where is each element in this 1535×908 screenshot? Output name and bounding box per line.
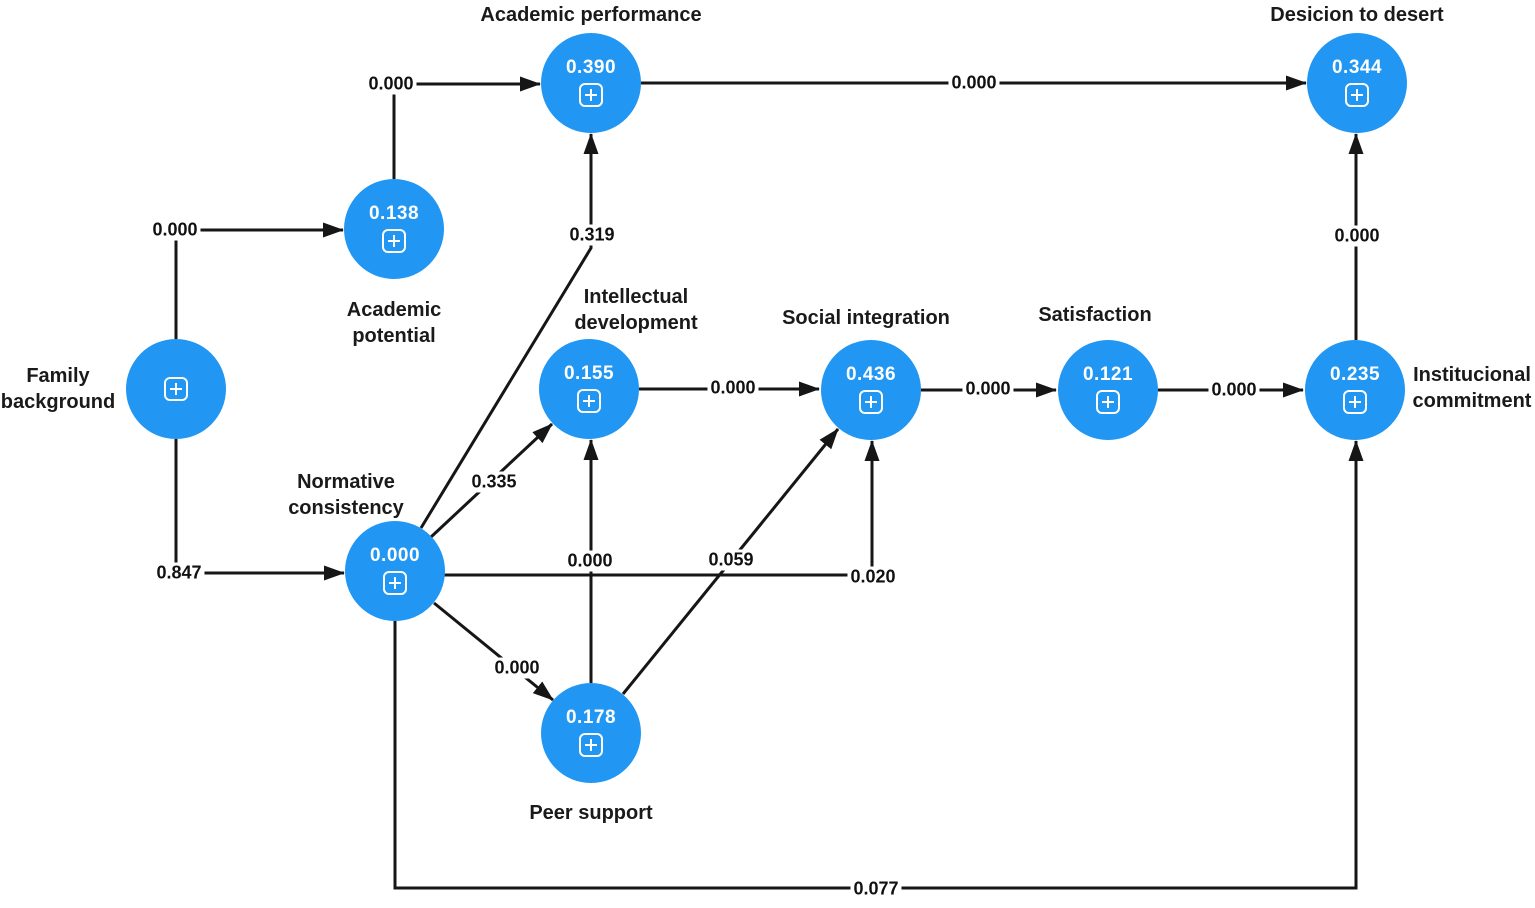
- expand-icon: [1095, 389, 1121, 415]
- label-decision-to-desert: Desicion to desert: [1270, 4, 1444, 26]
- node-intellectual-development: 0.155: [539, 339, 639, 439]
- node-value: 0.344: [1331, 57, 1383, 78]
- coef-satisfaction-to-institutional-commitment: 0.000: [1208, 379, 1260, 401]
- label-normative-consistency: Normative consistency: [288, 471, 404, 519]
- label-institutional-commitment: Institucional commitment: [1412, 364, 1532, 412]
- node-value: 0.436: [845, 364, 897, 385]
- node-value: 0.390: [565, 57, 617, 78]
- label-peer-support: Peer support: [529, 802, 653, 824]
- label-intellectual-development: Intellectual development: [574, 286, 698, 334]
- label-satisfaction: Satisfaction: [1038, 304, 1152, 326]
- coef-academic-performance-to-decision-to-desert: 0.000: [948, 72, 1000, 94]
- node-academic-potential: 0.138: [344, 179, 444, 279]
- coef-social-integration-to-satisfaction: 0.000: [962, 378, 1014, 400]
- expand-icon: [858, 389, 884, 415]
- coef-normative-consistency-to-intellectual-development: 0.335: [468, 471, 520, 493]
- coef-normative-consistency-to-academic-performance: 0.319: [566, 224, 618, 246]
- coef-peer-support-to-intellectual-development: 0.000: [564, 550, 616, 572]
- label-social-integration: Social integration: [782, 307, 950, 329]
- path-normative-consistency-to-social-integration: [444, 440, 880, 577]
- expand-icon: [163, 376, 189, 402]
- coef-family-background-to-normative-consistency: 0.847: [153, 562, 205, 584]
- coef-normative-consistency-to-institutional-commitment: 0.077: [850, 878, 902, 900]
- node-value: 0.121: [1082, 364, 1134, 385]
- expand-icon: [1342, 389, 1368, 415]
- expand-icon: [576, 388, 602, 414]
- node-value: 0.000: [369, 545, 421, 566]
- expand-icon: [382, 570, 408, 596]
- coef-peer-support-to-social-integration: 0.059: [705, 549, 757, 571]
- node-institutional-commitment: 0.235: [1305, 340, 1405, 440]
- path-family-background-to-academic-potential: [174, 222, 344, 339]
- path-normative-consistency-to-academic-performance: [419, 133, 599, 529]
- node-normative-consistency: 0.000: [345, 521, 445, 621]
- label-family-background: Family background: [0, 365, 116, 413]
- node-satisfaction: 0.121: [1058, 340, 1158, 440]
- node-academic-performance: 0.390: [541, 33, 641, 133]
- path-academic-potential-to-academic-performance: [392, 76, 541, 179]
- path-normative-consistency-to-peer-support: [433, 601, 554, 702]
- coef-intellectual-development-to-social-integration: 0.000: [707, 377, 759, 399]
- coef-institutional-commitment-to-decision-to-desert: 0.000: [1331, 225, 1383, 247]
- coef-normative-consistency-to-peer-support: 0.000: [491, 657, 543, 679]
- coef-family-background-to-academic-potential: 0.000: [149, 219, 201, 241]
- node-value: 0.138: [368, 203, 420, 224]
- node-decision-to-desert: 0.344: [1307, 33, 1407, 133]
- label-academic-performance: Academic performance: [480, 4, 702, 26]
- node-peer-support: 0.178: [541, 683, 641, 783]
- node-value: 0.178: [565, 707, 617, 728]
- coef-academic-potential-to-academic-performance: 0.000: [365, 73, 417, 95]
- node-family-background: [126, 339, 226, 439]
- node-social-integration: 0.436: [821, 340, 921, 440]
- expand-icon: [1344, 82, 1370, 108]
- node-value: 0.235: [1329, 364, 1381, 385]
- label-academic-potential: Academic potential: [346, 299, 442, 347]
- expand-icon: [578, 732, 604, 758]
- coef-normative-consistency-to-social-integration: 0.020: [847, 566, 899, 588]
- expand-icon: [381, 228, 407, 254]
- node-value: 0.155: [563, 363, 615, 384]
- expand-icon: [578, 82, 604, 108]
